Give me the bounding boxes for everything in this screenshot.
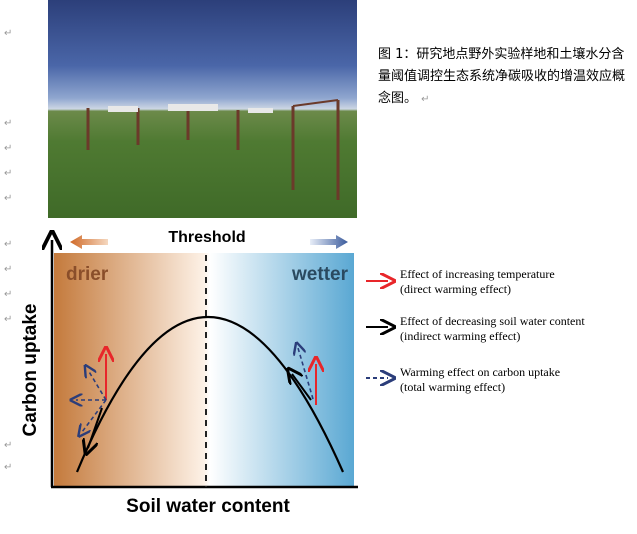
drier-label: drier bbox=[66, 264, 109, 285]
legend-text: (direct warming effect) bbox=[400, 282, 512, 296]
field-site-photo bbox=[48, 0, 357, 218]
paragraph-mark: ↵ bbox=[4, 143, 13, 154]
caption-text: 图 1：研究地点野外实验样地和土壤水分含量阈值调控生态系统净碳吸收的增温效应概念… bbox=[378, 47, 626, 106]
paragraph-mark: ↵ bbox=[4, 239, 13, 250]
paragraph-mark: ↵ bbox=[4, 193, 13, 204]
paragraph-mark: ↵ bbox=[4, 168, 13, 179]
moisture-gradient bbox=[54, 253, 354, 486]
y-axis-label: Carbon uptake bbox=[20, 303, 41, 436]
wetter-label: wetter bbox=[291, 264, 349, 285]
wetter-arrow bbox=[310, 235, 348, 249]
legend-item-total: Warming effect on carbon uptake(total wa… bbox=[400, 365, 560, 395]
paragraph-mark: ↵ bbox=[4, 314, 13, 325]
paragraph-mark: ↵ bbox=[4, 118, 13, 129]
threshold-label: Threshold bbox=[168, 229, 245, 246]
paragraph-mark: ↵ bbox=[421, 94, 430, 105]
paragraph-mark: ↵ bbox=[4, 462, 13, 473]
photo-posts bbox=[86, 99, 340, 200]
legend-text: Warming effect on carbon uptake bbox=[400, 365, 561, 379]
legend-text: (indirect warming effect) bbox=[400, 329, 521, 343]
figure-caption: 图 1：研究地点野外实验样地和土壤水分含量阈值调控生态系统净碳吸收的增温效应概念… bbox=[378, 44, 628, 111]
paragraph-mark: ↵ bbox=[4, 440, 13, 451]
total-arrow-left bbox=[88, 370, 107, 401]
paragraph-mark: ↵ bbox=[4, 28, 13, 39]
legend-item-soil-water: Effect of decreasing soil water content(… bbox=[400, 314, 585, 344]
legend-text: (total warming effect) bbox=[400, 380, 506, 394]
paragraph-mark: ↵ bbox=[4, 264, 13, 275]
drier-arrow bbox=[70, 235, 108, 249]
soil-arrow-right bbox=[292, 374, 312, 401]
soil-arrow-left bbox=[88, 407, 103, 448]
paragraph-mark: ↵ bbox=[4, 289, 13, 300]
x-axis-label: Soil water content bbox=[126, 496, 290, 517]
legend-text: Effect of decreasing soil water content bbox=[400, 314, 585, 328]
response-curve bbox=[75, 315, 345, 473]
legend-text: Effect of increasing temperature bbox=[400, 267, 555, 281]
legend-item-temperature: Effect of increasing temperature(direct … bbox=[400, 267, 555, 297]
threshold-diagram: Threshold drier wetter Carbon uptake Soi… bbox=[20, 229, 637, 517]
total-arrow-right bbox=[298, 348, 314, 400]
